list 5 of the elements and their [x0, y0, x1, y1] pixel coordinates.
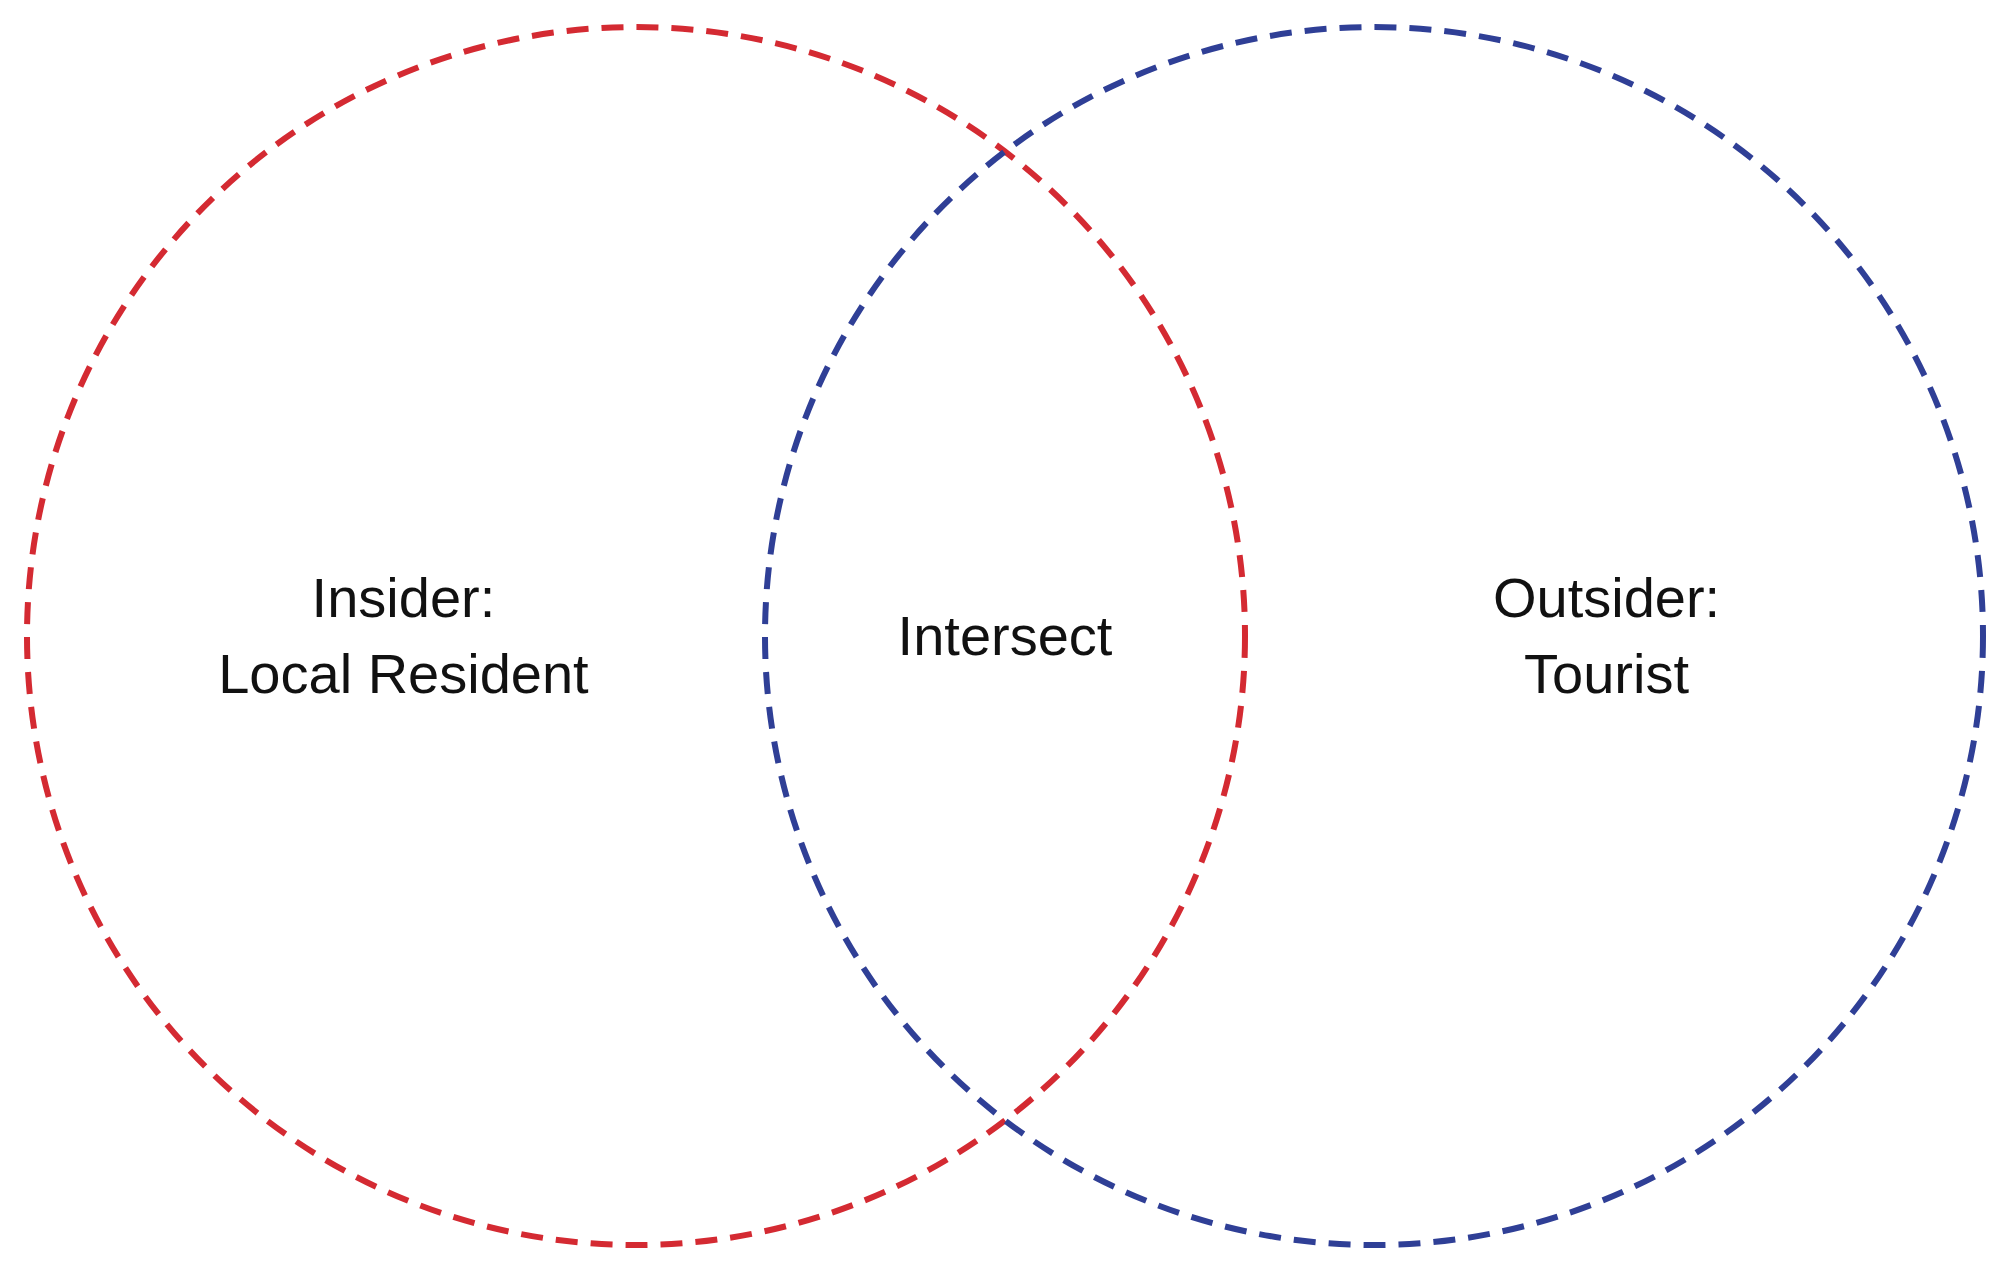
circle-label: Outsider: Tourist — [1492, 565, 1721, 707]
venn-circle — [24, 24, 1248, 1248]
venn-circle — [762, 24, 1986, 1248]
circle-label: Insider: Local Resident — [218, 565, 589, 707]
overlap-label: Intersect — [897, 603, 1113, 669]
